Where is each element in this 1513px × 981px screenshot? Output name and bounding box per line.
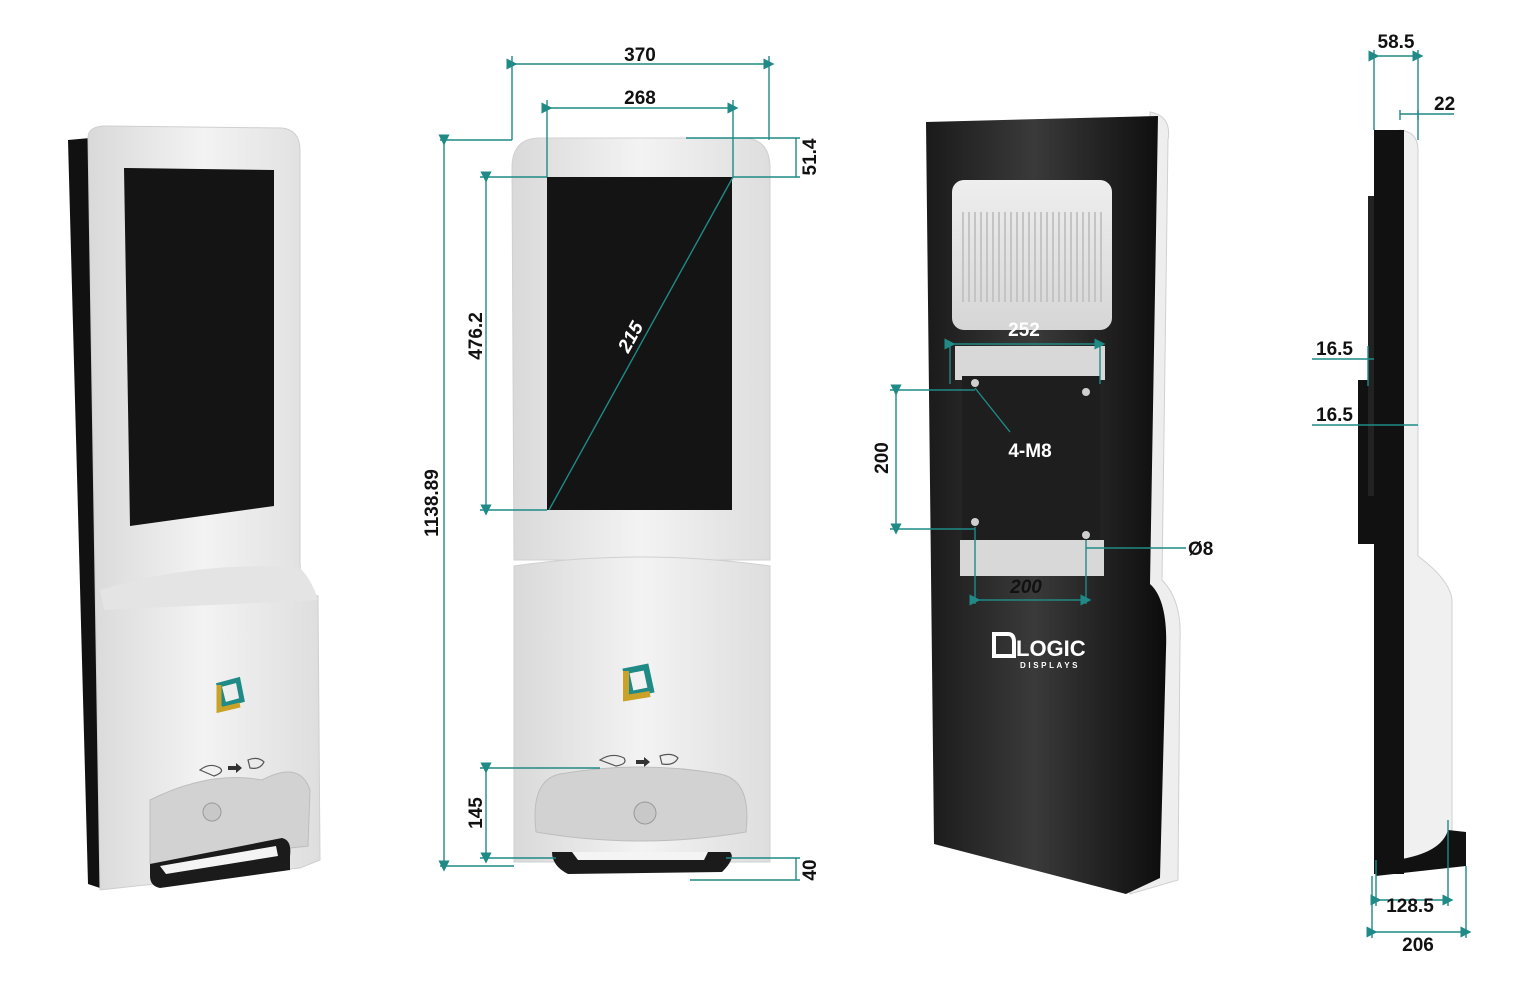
vent-slot <box>1040 212 1042 302</box>
front-hand-icon <box>598 753 679 767</box>
vent-slot <box>974 212 976 302</box>
side-base <box>1376 830 1466 876</box>
back-rail-top <box>955 346 1105 380</box>
vent-slot <box>1076 212 1078 302</box>
brand-subname: DISPLAYS <box>1020 661 1080 670</box>
back-vesa-width-top-label: 252 <box>1008 320 1040 341</box>
vent-slot <box>1016 212 1018 302</box>
vent-slot <box>992 212 994 302</box>
vent-slot <box>1082 212 1084 302</box>
back-hole-tr <box>1082 388 1090 396</box>
perspective-view <box>68 125 321 891</box>
back-view: 252 200 4-M8 Ø8 200 LOGIC DISPLAYS <box>872 111 1213 895</box>
vent-slot <box>998 212 1000 302</box>
side-black-body <box>1374 130 1404 874</box>
back-vesa-height-label: 200 <box>872 442 893 474</box>
front-total-height-label: 1138.89 <box>422 469 443 537</box>
vent-slot <box>1100 212 1102 302</box>
side-base-inner-label: 128.5 <box>1386 896 1434 917</box>
side-bracket-a-label: 16.5 <box>1316 339 1353 360</box>
back-hole-tl <box>971 379 979 387</box>
front-top-margin-label: 51.4 <box>800 138 821 175</box>
vent-slot <box>980 212 982 302</box>
front-width-overall-label: 370 <box>624 45 656 66</box>
vent-slot <box>986 212 988 302</box>
perspective-hand-icon <box>198 757 265 777</box>
front-tray-height-label: 145 <box>466 797 487 829</box>
back-screws-label: 4-M8 <box>1008 441 1051 462</box>
back-hole-bl <box>971 518 979 526</box>
perspective-shoulder <box>100 566 318 610</box>
vent-slot <box>1052 212 1054 302</box>
vent-slot <box>1070 212 1072 302</box>
front-logo-icon <box>622 663 655 702</box>
side-top-depth-label: 58.5 <box>1378 32 1415 53</box>
back-hole-br <box>1082 531 1090 539</box>
front-view: 370 268 51.4 1138.89 476.2 215 145 40 <box>422 45 821 881</box>
back-hole-diameter-label: Ø8 <box>1188 539 1213 560</box>
side-bracket-b-label: 16.5 <box>1316 405 1353 426</box>
front-nozzle <box>633 801 657 825</box>
side-white-face <box>1399 129 1458 873</box>
vent-slot <box>968 212 970 302</box>
vent-slot <box>1058 212 1060 302</box>
front-width-screen-label: 268 <box>624 88 656 109</box>
back-vesa-width-bottom-label: 200 <box>1009 577 1042 598</box>
vent-slot <box>1028 212 1030 302</box>
vent-slot <box>1088 212 1090 302</box>
front-screen-height-label: 476.2 <box>466 312 487 360</box>
brand-logo: LOGIC DISPLAYS <box>992 632 1086 670</box>
perspective-nozzle <box>202 802 222 822</box>
brand-name: LOGIC <box>1016 636 1086 661</box>
perspective-screen <box>124 168 274 526</box>
back-rail-bottom <box>960 540 1104 576</box>
vent-slot <box>1046 212 1048 302</box>
back-vent-slots <box>962 212 1102 302</box>
side-top-offset-label: 22 <box>1434 94 1455 115</box>
front-dimension-lines <box>438 56 800 881</box>
brand-mark-icon <box>992 632 1016 658</box>
front-screen <box>547 177 732 510</box>
back-mount-plate <box>962 376 1100 546</box>
vent-slot <box>1022 212 1024 302</box>
vent-slot <box>962 212 964 302</box>
vent-slot <box>1034 212 1036 302</box>
vent-slot <box>1010 212 1012 302</box>
vent-slot <box>1064 212 1066 302</box>
back-dimension-lines <box>890 338 1186 606</box>
side-dimension-lines <box>1312 50 1472 938</box>
perspective-logo-icon <box>215 676 245 714</box>
front-base-height-label: 40 <box>800 859 821 880</box>
side-view: 58.5 22 16.5 16.5 128.5 206 <box>1312 32 1472 956</box>
vent-slot <box>1094 212 1096 302</box>
side-base-overall-label: 206 <box>1402 935 1434 956</box>
vent-slot <box>1004 212 1006 302</box>
